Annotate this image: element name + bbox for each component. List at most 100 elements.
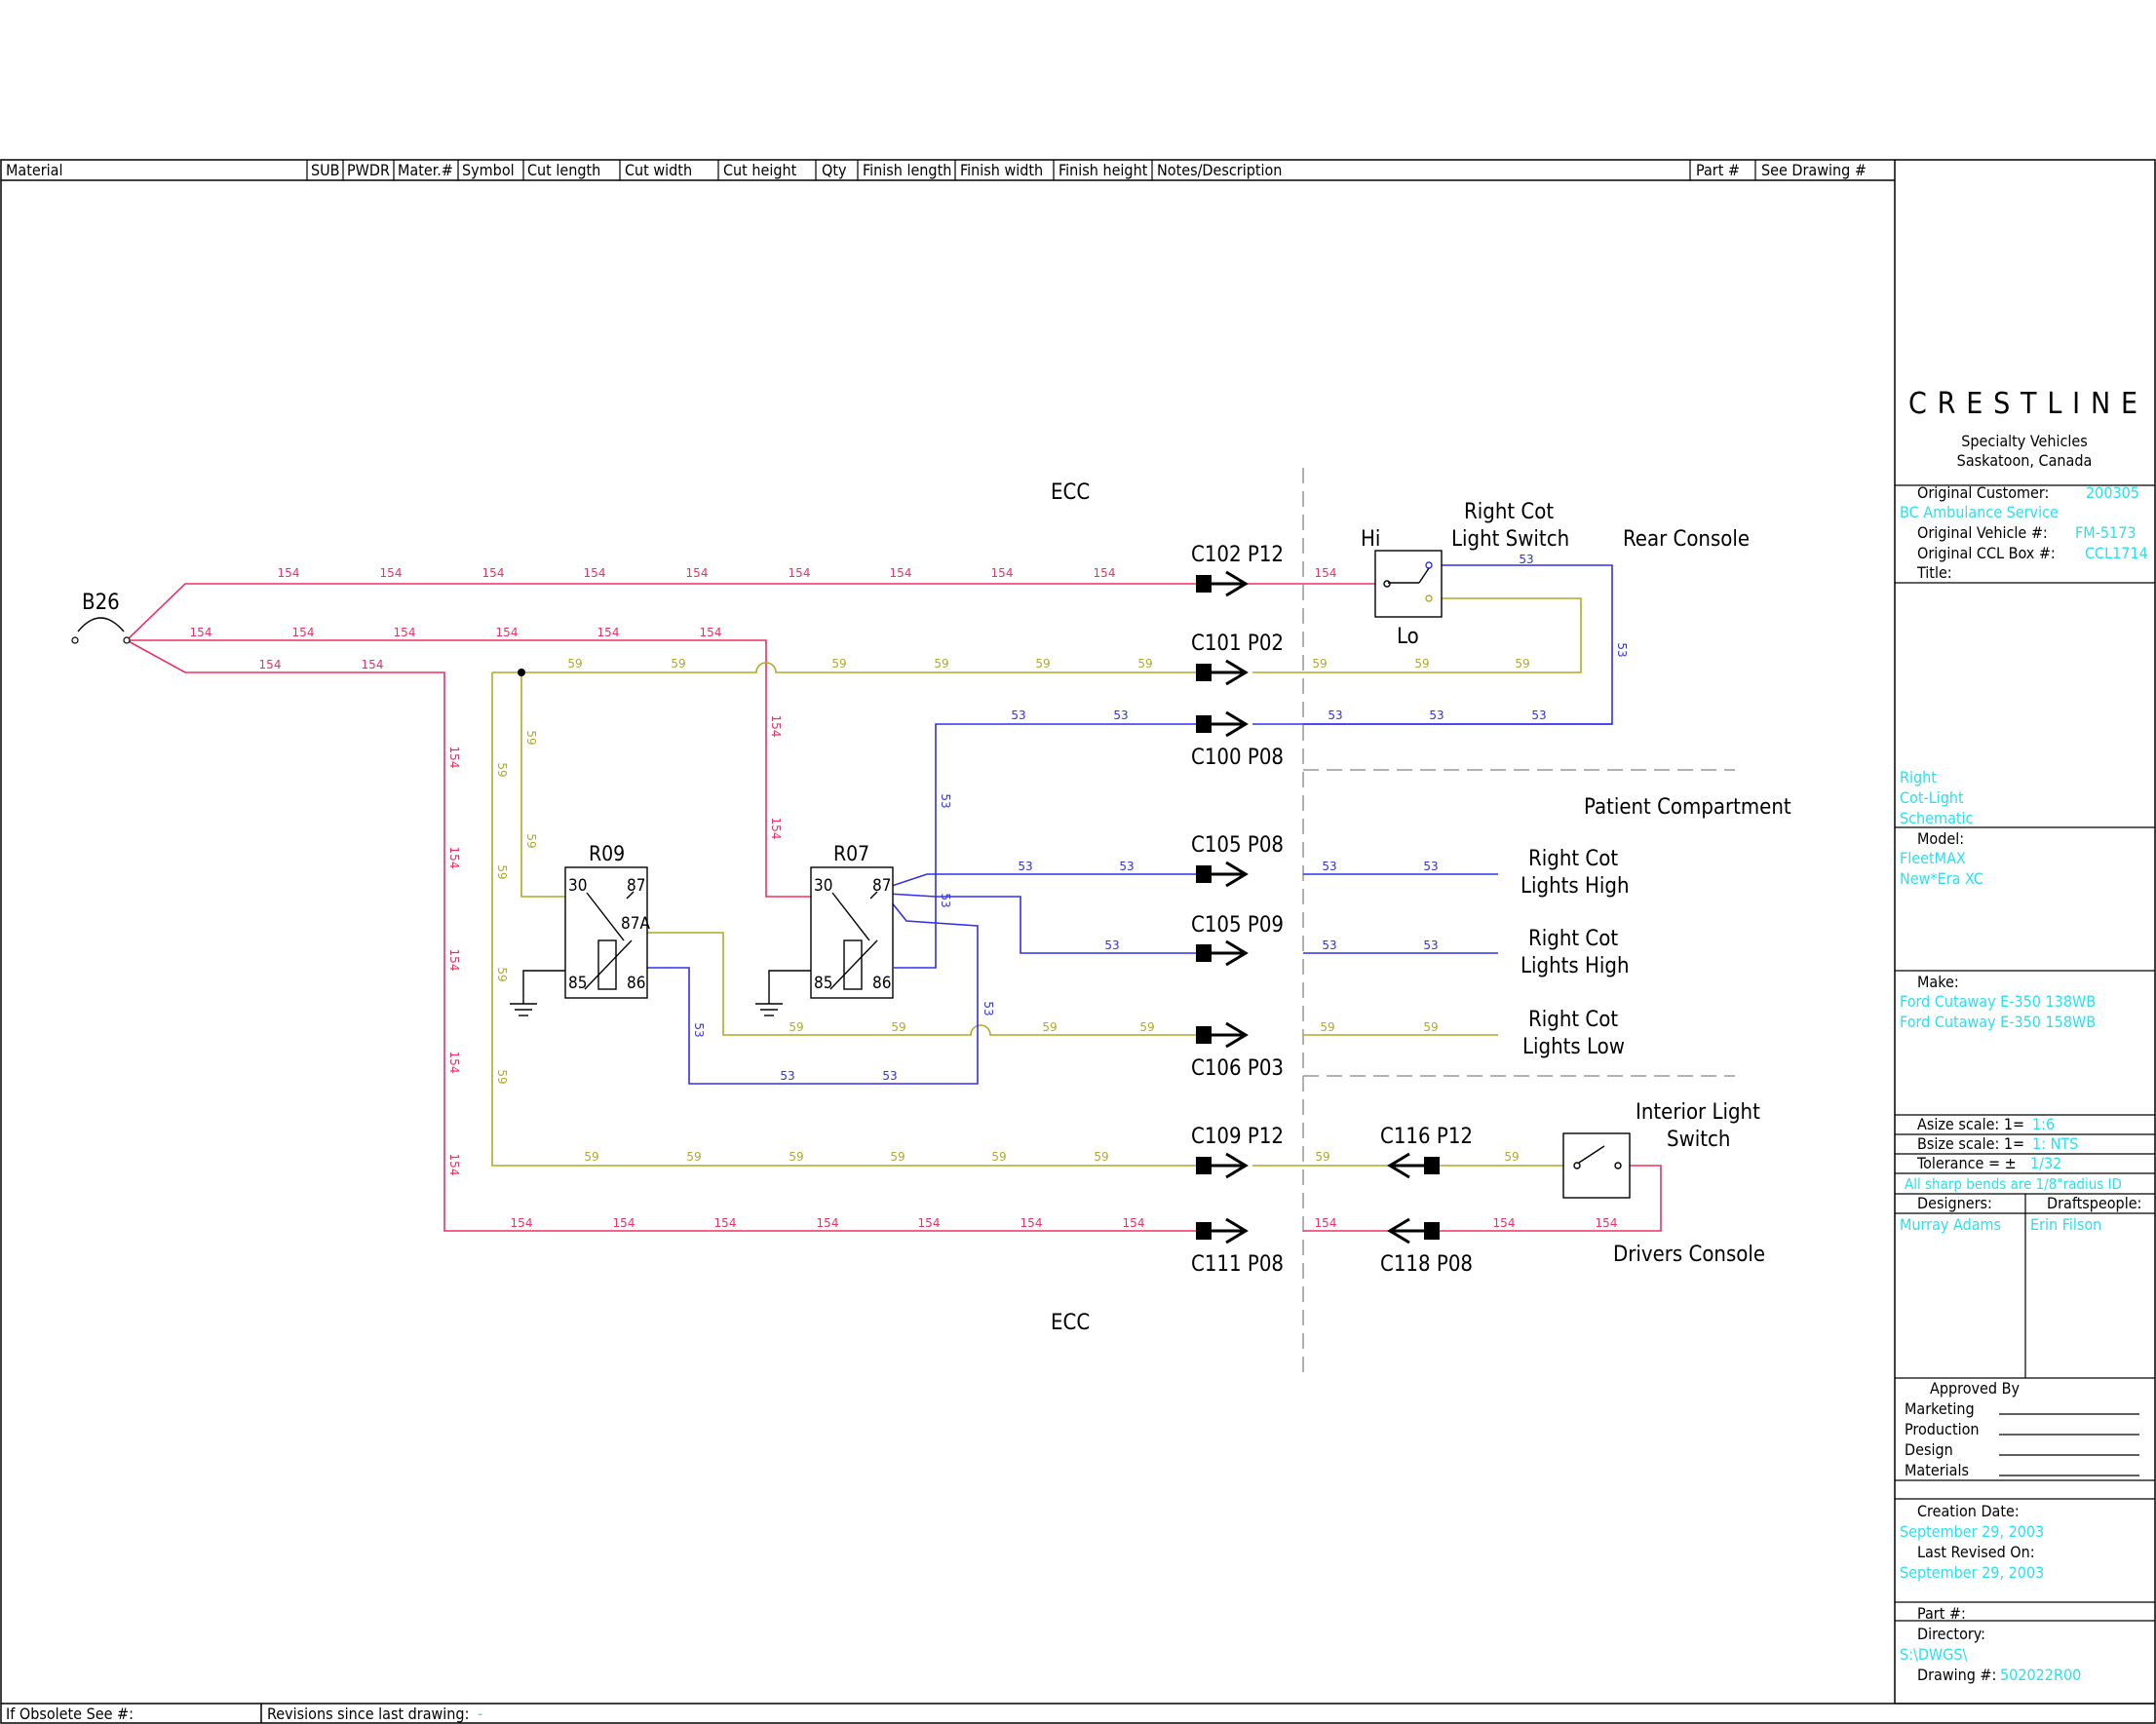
breaker-label: B26	[82, 591, 120, 615]
wires-154	[126, 583, 1662, 1232]
wire-label-53: 53	[1113, 709, 1128, 722]
load-low-line1: Right Cot	[1528, 1008, 1618, 1032]
last-revised-label: Last Revised On:	[1917, 1543, 2035, 1561]
header-col-cut-length: Cut length	[527, 161, 600, 179]
wire-label-154: 154	[447, 847, 461, 869]
directory-value: S:\DWGS\	[1900, 1645, 1967, 1664]
wire-label-59: 59	[991, 1150, 1006, 1164]
wire-label-154: 154	[613, 1216, 635, 1230]
connector-c111-label: C111 P08	[1191, 1252, 1284, 1277]
connector-c102-symbol	[1196, 570, 1249, 597]
part-label: Part #:	[1917, 1604, 1966, 1623]
bsize-value: 1: NTS	[2032, 1134, 2078, 1153]
wire-label-59: 59	[495, 1069, 509, 1084]
wire-label-154: 154	[714, 1216, 737, 1230]
connectors-left	[1387, 1152, 1440, 1245]
wires-53	[646, 564, 1613, 1085]
wire-label-59: 59	[1515, 657, 1529, 670]
wire-label-154: 154	[686, 566, 709, 580]
connector-c105b-label: C105 P09	[1191, 913, 1284, 938]
wire-label-154: 154	[394, 626, 416, 639]
relay-r09	[510, 866, 648, 1016]
original-ccl-label: Original CCL Box #:	[1917, 544, 2056, 562]
wire-label-154: 154	[597, 626, 620, 639]
drawing-label: Drawing #:	[1917, 1666, 1996, 1684]
wire-label-53: 53	[1328, 709, 1342, 722]
interior-switch-title-2: Switch	[1667, 1128, 1730, 1152]
draftspeople-label: Draftspeople:	[2047, 1194, 2141, 1212]
wire-label-59: 59	[495, 864, 509, 879]
connector-c100-label: C100 P08	[1191, 746, 1284, 770]
footer-obsolete-label: If Obsolete See #:	[6, 1705, 134, 1723]
wire-label-53: 53	[982, 1001, 995, 1015]
wire-label-154: 154	[1123, 1216, 1145, 1230]
wire-label-53: 53	[780, 1069, 794, 1083]
wire-label-59: 59	[891, 1020, 905, 1034]
load-high1-line1: Right Cot	[1528, 847, 1618, 871]
header-col-sub: SUB	[311, 161, 340, 179]
connector-c118-label: C118 P08	[1380, 1252, 1473, 1277]
original-customer-label: Original Customer:	[1917, 483, 2049, 502]
wire-label-154: 154	[991, 566, 1014, 580]
connector-c116-symbol	[1387, 1152, 1440, 1179]
connector-c100-symbol	[1196, 710, 1249, 738]
wire-label-154: 154	[890, 566, 912, 580]
tolerance-value: 1/32	[2030, 1154, 2061, 1172]
connectors-right	[1196, 570, 1249, 1245]
wire-label-59: 59	[1414, 657, 1429, 670]
wire-number-labels: 154 154 154 154 154 154 154 154 154 154 154 154 154 1…	[190, 553, 1629, 1230]
wire-label-154: 154	[496, 626, 519, 639]
wire-label-154: 154	[789, 566, 811, 580]
wire-label-154: 154	[1094, 566, 1116, 580]
company-line1: Specialty Vehicles	[1961, 432, 2087, 450]
last-revised-value: September 29, 2003	[1900, 1563, 2044, 1582]
wire-label-154: 154	[1596, 1216, 1618, 1230]
make-label: Make:	[1917, 973, 1959, 991]
title-line3: Schematic	[1900, 809, 1974, 827]
wire-label-53: 53	[692, 1022, 706, 1037]
wire-label-53: 53	[1322, 860, 1336, 873]
wire-label-53: 53	[1018, 860, 1032, 873]
right-cot-light-switch	[1374, 550, 1443, 618]
wire-label-59: 59	[686, 1150, 701, 1164]
r07-pin-30: 30	[814, 876, 832, 896]
wire-label-59: 59	[1315, 1150, 1329, 1164]
approval-materials: Materials	[1905, 1461, 1969, 1479]
footer-revisions-value: -	[478, 1705, 482, 1723]
r07-pin-86: 86	[872, 974, 891, 993]
wire-label-59: 59	[1504, 1150, 1519, 1164]
wire-label-154: 154	[769, 715, 783, 738]
original-customer-value: 200305	[2086, 483, 2139, 502]
header-col-material: Material	[6, 161, 62, 179]
connector-c105a-symbol	[1196, 861, 1249, 888]
switch-hi: Hi	[1361, 527, 1380, 552]
original-vehicle-label: Original Vehicle #:	[1917, 523, 2048, 542]
wire-label-154: 154	[190, 626, 212, 639]
wire-label-59: 59	[1035, 657, 1050, 670]
wire-label-59: 59	[567, 657, 582, 670]
wire-label-59: 59	[584, 1150, 598, 1164]
wire-label-154: 154	[292, 626, 315, 639]
r09-pin-85: 85	[568, 974, 587, 993]
sheet-frame	[0, 159, 2156, 1724]
wire-label-59: 59	[524, 730, 538, 745]
wire-label-154: 154	[447, 1052, 461, 1074]
header-col-part: Part #	[1696, 161, 1740, 179]
connector-c101-symbol	[1196, 659, 1249, 686]
header-col-qty: Qty	[822, 161, 847, 179]
wire-label-154: 154	[1315, 1216, 1337, 1230]
designers-value: Murray Adams	[1900, 1215, 2001, 1234]
wire-label-154: 154	[447, 747, 461, 769]
wire-label-53: 53	[1615, 642, 1629, 657]
patient-compartment-label: Patient Compartment	[1584, 795, 1791, 820]
title-label: Title:	[1916, 563, 1952, 582]
relay-r07-label: R07	[833, 842, 869, 865]
make-line2: Ford Cutaway E-350 158WB	[1900, 1013, 2096, 1031]
header-col-cut-width: Cut width	[625, 161, 692, 179]
connector-c116-label: C116 P12	[1380, 1125, 1473, 1149]
wire-label-59: 59	[1320, 1020, 1334, 1034]
r09-pin-30: 30	[568, 876, 587, 896]
header-col-finish-width: Finish width	[960, 161, 1043, 179]
r09-pin-87: 87	[627, 876, 645, 896]
bsize-label: Bsize scale: 1=	[1917, 1134, 2024, 1153]
